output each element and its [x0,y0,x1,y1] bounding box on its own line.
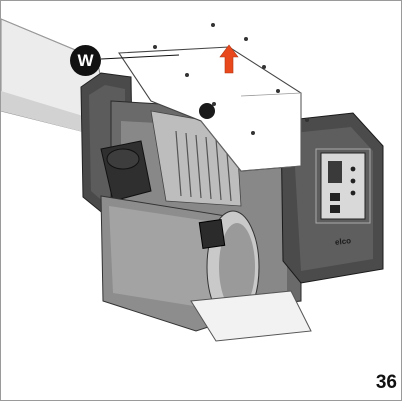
arrow-up-icon [219,44,239,74]
callout-leader [100,54,180,60]
screw-icon [305,118,309,122]
brand-logo: elco [334,236,352,247]
cover-opening [199,103,215,119]
control-panel [320,152,366,220]
screw-icon [153,45,157,49]
screw-icon [251,131,255,135]
screw-icon [212,102,216,106]
cover-screws [153,23,309,135]
damper-actuator [198,219,226,249]
control-panel-bezel [315,148,371,224]
control-display [328,161,342,183]
screw-icon [276,89,280,93]
screw-icon [262,65,266,69]
screw-icon [244,37,248,41]
figure-number: 36 [375,372,397,393]
screw-icon [185,73,189,77]
base-plate [190,290,312,342]
screw-icon [211,23,215,27]
callout-label: W [70,45,101,76]
